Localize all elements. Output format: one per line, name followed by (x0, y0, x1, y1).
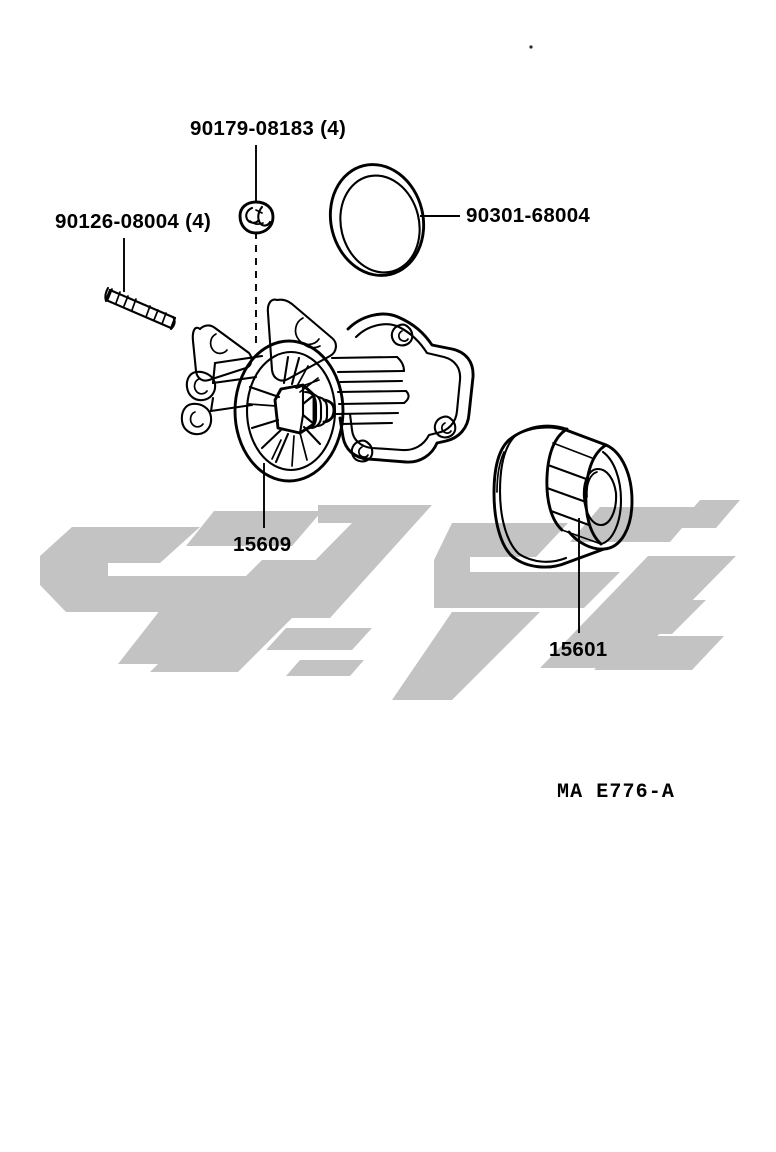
label-oil-filter: 15601 (549, 638, 608, 661)
watermark-graphic (40, 500, 740, 700)
label-stud-bolt: 90126-08004 (4) (55, 210, 211, 233)
o-ring-part (328, 163, 426, 277)
stray-speck (529, 45, 533, 49)
stud-bolt-part (104, 286, 177, 331)
label-o-ring: 90301-68004 (466, 204, 590, 227)
label-union-bolt: 90179-08183 (4) (190, 117, 346, 140)
oil-pump-assembly-part (180, 298, 475, 483)
footer-code: MA E776-A (557, 781, 675, 804)
oil-filter-part (492, 424, 634, 569)
label-oil-pump: 15609 (233, 533, 292, 556)
union-bolt-part (238, 200, 275, 235)
